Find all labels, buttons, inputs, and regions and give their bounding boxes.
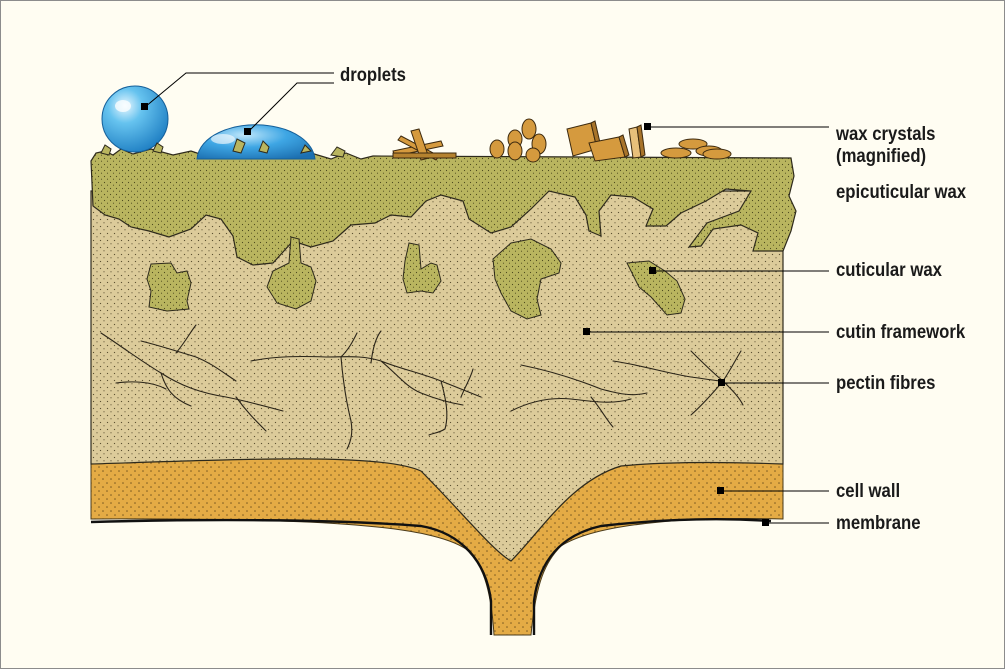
label-membrane: membrane [836, 513, 921, 535]
label-droplets: droplets [340, 65, 406, 87]
label-wax-crystals: wax crystals (magnified) [836, 124, 935, 168]
droplet-flat [197, 125, 315, 159]
wax-crystals-rods [393, 129, 456, 160]
wax-crystals-flakes [661, 139, 731, 159]
wax-crystals-granules [490, 119, 546, 162]
label-cell-wall: cell wall [836, 481, 900, 503]
wax-crystals-plates [567, 121, 645, 161]
label-epicuticular-wax: epicuticular wax [836, 182, 966, 204]
label-cuticular-wax: cuticular wax [836, 260, 942, 282]
label-pectin-fibres: pectin fibres [836, 373, 935, 395]
label-wax-crystals-line1: wax crystals [836, 124, 935, 146]
membrane [91, 519, 771, 635]
label-wax-crystals-line2: (magnified) [836, 146, 935, 168]
label-cutin-framework: cutin framework [836, 322, 965, 344]
